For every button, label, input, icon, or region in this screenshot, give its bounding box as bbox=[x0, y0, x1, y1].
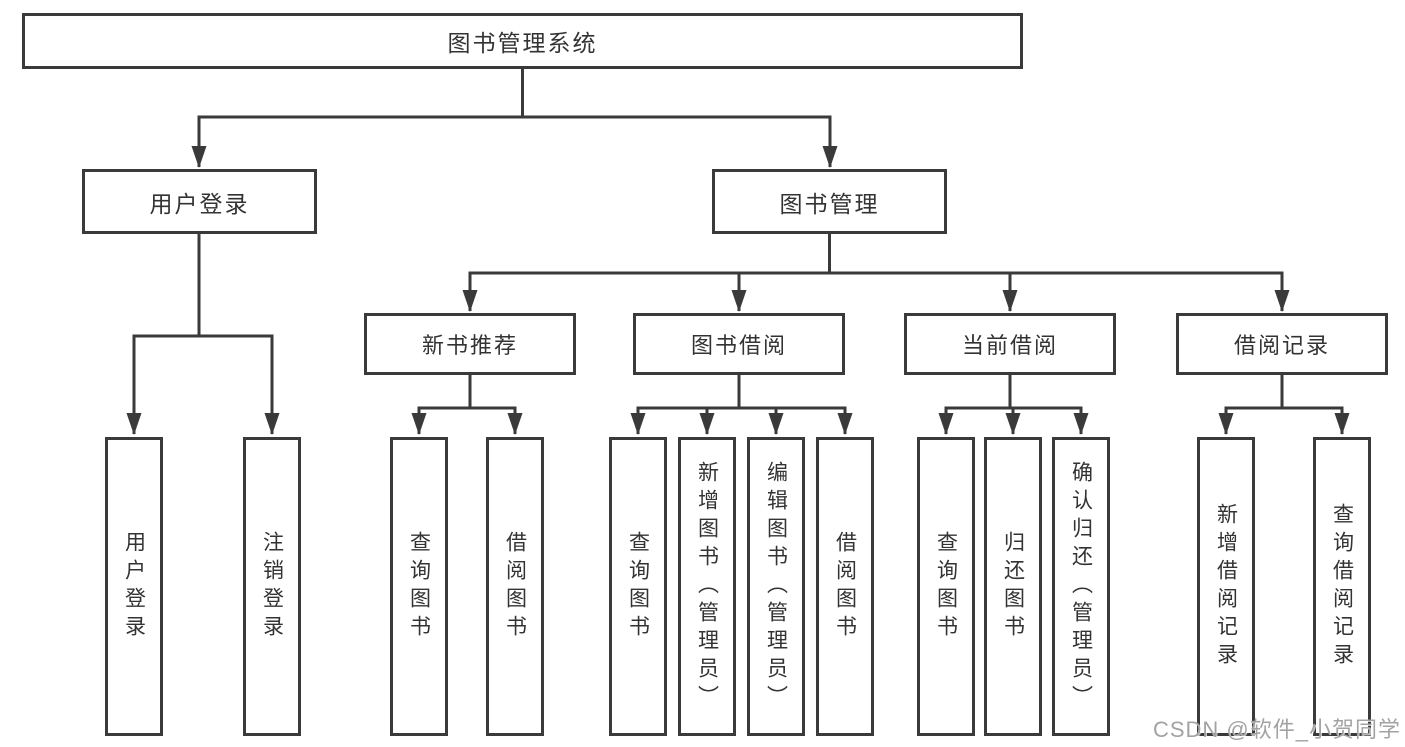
leaf-edit-book-admin: 编辑图书（管理员） bbox=[747, 437, 805, 736]
leaf-user-login: 用户登录 bbox=[105, 437, 163, 736]
leaf-query-books-borrow: 查询图书 bbox=[609, 437, 667, 736]
rail-book-management bbox=[468, 234, 1284, 275]
node-label: 新增图书（管理员） bbox=[695, 460, 719, 713]
leaf-query-borrow-record: 查询借阅记录 bbox=[1313, 437, 1371, 736]
node-label: 借阅图书 bbox=[503, 530, 527, 643]
node-user-login: 用户登录 bbox=[82, 169, 317, 234]
rail-book-borrow bbox=[636, 375, 847, 410]
leaf-borrow-books-recommend: 借阅图书 bbox=[486, 437, 544, 736]
rail-user-login bbox=[132, 234, 274, 338]
leaf-add-book-admin: 新增图书（管理员） bbox=[678, 437, 736, 736]
node-label: 确认归还（管理员） bbox=[1069, 460, 1093, 713]
node-label: 查询图书 bbox=[934, 530, 958, 643]
node-label: 用户登录 bbox=[122, 530, 146, 643]
node-new-book-recommend: 新书推荐 bbox=[364, 313, 576, 375]
node-label: 查询借阅记录 bbox=[1330, 502, 1354, 671]
node-library-system: 图书管理系统 bbox=[22, 13, 1023, 69]
node-label: 图书管理 bbox=[779, 190, 880, 217]
node-borrow-records: 借阅记录 bbox=[1176, 313, 1388, 375]
rail-borrow-records bbox=[1224, 375, 1344, 410]
node-current-borrow: 当前借阅 bbox=[904, 313, 1116, 375]
node-label: 借阅记录 bbox=[1233, 333, 1330, 358]
node-label: 新书推荐 bbox=[421, 333, 518, 358]
node-label: 图书借阅 bbox=[690, 333, 787, 358]
node-book-borrow: 图书借阅 bbox=[633, 313, 845, 375]
node-label: 新增借阅记录 bbox=[1214, 502, 1238, 671]
leaf-add-borrow-record: 新增借阅记录 bbox=[1197, 437, 1255, 736]
rail-root bbox=[197, 69, 832, 119]
leaf-logout: 注销登录 bbox=[243, 437, 301, 736]
leaf-return-books: 归还图书 bbox=[984, 437, 1042, 736]
leaf-confirm-return-admin: 确认归还（管理员） bbox=[1052, 437, 1110, 736]
node-label: 注销登录 bbox=[260, 530, 284, 643]
node-label: 当前借阅 bbox=[961, 333, 1058, 358]
leaf-query-books-current: 查询图书 bbox=[917, 437, 975, 736]
node-label: 查询图书 bbox=[626, 530, 650, 643]
leaf-borrow-books: 借阅图书 bbox=[816, 437, 874, 736]
csdn-watermark: CSDN @软件_小贺同学 bbox=[1152, 717, 1401, 742]
node-label: 归还图书 bbox=[1001, 530, 1025, 643]
node-label: 图书管理系统 bbox=[447, 30, 598, 56]
rail-new-book-recommend bbox=[417, 375, 517, 410]
node-label: 编辑图书（管理员） bbox=[764, 460, 788, 713]
node-label: 借阅图书 bbox=[833, 530, 857, 643]
leaf-query-books-recommend: 查询图书 bbox=[390, 437, 448, 736]
rail-current-borrow bbox=[944, 375, 1083, 410]
node-label: 用户登录 bbox=[149, 190, 250, 217]
node-label: 查询图书 bbox=[407, 530, 431, 643]
node-book-management: 图书管理 bbox=[712, 169, 947, 234]
